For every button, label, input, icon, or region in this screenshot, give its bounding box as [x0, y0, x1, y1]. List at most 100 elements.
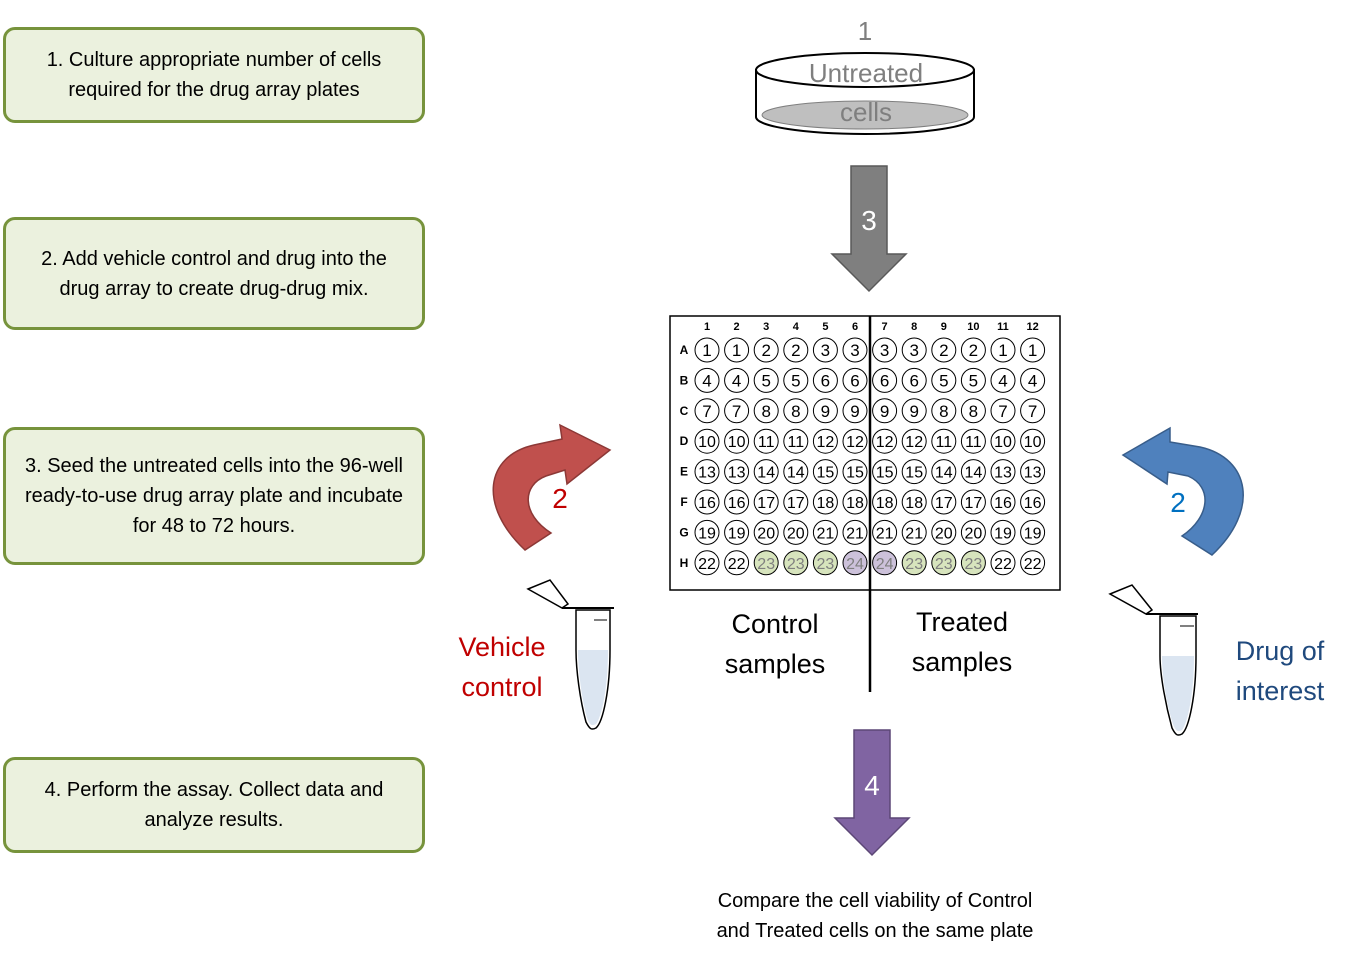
dish-number: 1 — [858, 16, 872, 46]
plate-well-label: 5 — [761, 371, 770, 390]
plate-well-label: 2 — [939, 341, 948, 360]
drug-step-number: 2 — [1170, 487, 1186, 518]
plate-well — [724, 459, 750, 485]
plate-well-label: 23 — [757, 556, 775, 573]
plate-well-label: 14 — [935, 465, 953, 482]
plate-well — [783, 398, 809, 424]
plate-well-label: 14 — [787, 465, 805, 482]
plate-well — [931, 367, 957, 393]
plate-well — [694, 550, 720, 576]
plate-well-label: 14 — [757, 465, 775, 482]
drug-label-line2: interest — [1236, 676, 1325, 706]
plate-well-label: 4 — [702, 371, 711, 390]
step-2-text: 2. Add vehicle control and drug into the… — [41, 247, 387, 300]
plate-well — [842, 489, 868, 515]
plate-well — [960, 337, 986, 363]
plate-well-label: 20 — [935, 525, 953, 542]
plate-well — [1020, 337, 1046, 363]
plate-well-label: 2 — [791, 341, 800, 360]
plate-well-label: 20 — [787, 525, 805, 542]
vehicle-curved-arrow-icon — [492, 423, 612, 551]
plate-well-label: 19 — [698, 525, 716, 542]
plate-well-label: 10 — [728, 434, 746, 451]
plate-column-label: 2 — [734, 321, 740, 333]
plate-well-label: 10 — [698, 434, 716, 451]
plate-column-label: 11 — [997, 321, 1009, 333]
plate-well-label: 11 — [758, 434, 775, 451]
assay-arrow-icon — [833, 729, 911, 857]
plate-well-label: 23 — [905, 556, 923, 573]
plate-well-label: 10 — [994, 434, 1012, 451]
plate-well — [990, 337, 1016, 363]
plate-well — [872, 398, 898, 424]
plate-well — [901, 489, 927, 515]
plate-well-label: 17 — [935, 495, 953, 512]
plate-well — [931, 459, 957, 485]
plate-well-label: 4 — [1028, 371, 1037, 390]
plate-row-label: G — [679, 525, 688, 539]
plate-well-label: 15 — [846, 465, 864, 482]
plate-well — [990, 489, 1016, 515]
plate-well — [753, 367, 779, 393]
plate-well — [842, 550, 868, 576]
plate-column-label: 10 — [967, 321, 979, 333]
dish-label-line2: cells — [840, 97, 892, 127]
plate-well — [960, 367, 986, 393]
plate-well-label: 21 — [846, 525, 864, 542]
plate-well-label: 10 — [1024, 434, 1042, 451]
plate-well — [694, 428, 720, 454]
plate-well-label: 3 — [850, 341, 859, 360]
plate-well — [842, 519, 868, 545]
plate-well — [901, 337, 927, 363]
plate-well-label: 15 — [905, 465, 923, 482]
plate-well — [753, 519, 779, 545]
plate-well-label: 18 — [905, 495, 923, 512]
plate-row-label: D — [680, 434, 689, 448]
plate-well-label: 1 — [998, 341, 1007, 360]
plate-well-label: 21 — [817, 525, 835, 542]
plate-well-label: 12 — [846, 434, 864, 451]
plate-well — [960, 459, 986, 485]
control-label-line1: Control — [731, 609, 818, 639]
plate-well — [724, 489, 750, 515]
plate-well — [724, 367, 750, 393]
plate-well-label: 13 — [1024, 465, 1042, 482]
plate-well-label: 12 — [905, 434, 923, 451]
assay-arrow-number: 4 — [864, 770, 880, 801]
plate-well-label: 6 — [880, 371, 889, 390]
plate-well-label: 23 — [935, 556, 953, 573]
plate-well-label: 18 — [846, 495, 864, 512]
plate-well — [931, 337, 957, 363]
vehicle-tube-icon — [526, 579, 614, 730]
plate-well — [812, 367, 838, 393]
plate-column-label: 9 — [941, 321, 947, 333]
plate-well — [901, 459, 927, 485]
plate-row-label: A — [680, 343, 689, 357]
plate-well-label: 17 — [757, 495, 775, 512]
treated-label-line2: samples — [912, 647, 1013, 677]
step-2-box: 2. Add vehicle control and drug into the… — [3, 217, 425, 330]
plate-well-label: 7 — [732, 402, 741, 421]
plate-well — [724, 519, 750, 545]
plate-well — [783, 428, 809, 454]
plate-well — [694, 489, 720, 515]
plate-well — [694, 398, 720, 424]
plate-well-label: 20 — [965, 525, 983, 542]
plate-well — [1020, 550, 1046, 576]
plate-well-label: 21 — [905, 525, 923, 542]
plate-well-label: 24 — [846, 556, 864, 573]
plate-well — [783, 489, 809, 515]
plate-well — [1020, 459, 1046, 485]
plate-well — [753, 459, 779, 485]
plate-row-label: H — [680, 556, 689, 570]
plate-well-label: 5 — [969, 371, 978, 390]
plate-well-label: 7 — [998, 402, 1007, 421]
plate-well — [901, 550, 927, 576]
plate-well-label: 3 — [821, 341, 830, 360]
plate-well-label: 23 — [817, 556, 835, 573]
plate-well-label: 17 — [965, 495, 983, 512]
plate-well — [753, 489, 779, 515]
plate-well — [931, 519, 957, 545]
plate-well — [1020, 367, 1046, 393]
plate-well-label: 15 — [817, 465, 835, 482]
